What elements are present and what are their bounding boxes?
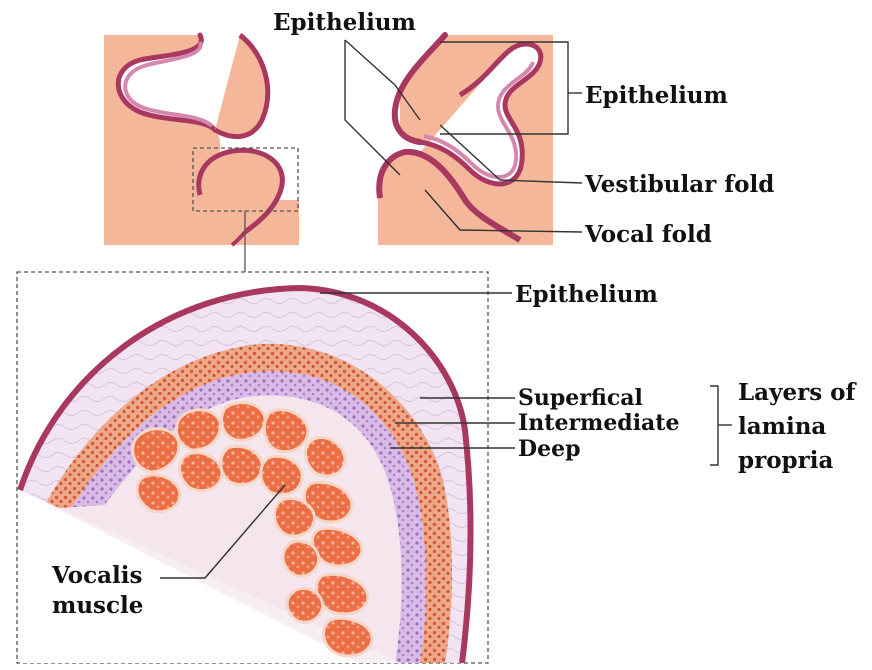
label-vocalis-line1: Vocalis	[51, 562, 142, 589]
label-intermediate: Intermediate	[518, 410, 679, 436]
label-epithelium-detail: Epithelium	[515, 281, 658, 308]
label-layers-line2: lamina	[738, 413, 826, 440]
label-vestibular-fold: Vestibular fold	[584, 171, 774, 198]
label-vocal-fold: Vocal fold	[584, 221, 712, 248]
label-epithelium-top: Epithelium	[273, 9, 416, 36]
label-layers-line1: Layers of	[738, 379, 857, 406]
label-superficial: Superfical	[518, 385, 643, 411]
label-layers-line3: propria	[738, 447, 833, 474]
right-fold-panel	[377, 35, 553, 245]
label-epithelium-right: Epithelium	[585, 82, 728, 109]
left-fold-panel	[104, 35, 299, 272]
label-deep: Deep	[518, 436, 580, 462]
label-vocalis-line2: muscle	[52, 592, 143, 619]
